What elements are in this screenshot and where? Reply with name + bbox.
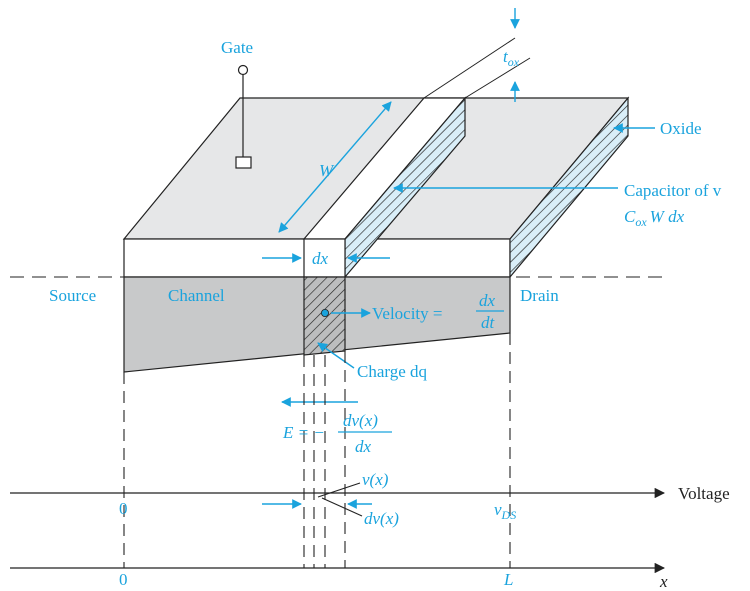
dvx-label: dv(x) — [364, 509, 399, 528]
charge-pointer — [317, 342, 355, 369]
field-lhs: E = − — [282, 423, 325, 442]
vx-pointer — [317, 482, 361, 498]
tox-label: tox — [503, 47, 520, 69]
source-label: Source — [49, 286, 96, 305]
drain-label: Drain — [520, 286, 559, 305]
gate-contact — [235, 156, 252, 169]
dx-label: dx — [312, 249, 329, 268]
charge-label: Charge dq — [357, 362, 428, 381]
velocity-numerator: dx — [479, 291, 496, 310]
velocity-label: Velocity = — [372, 304, 443, 323]
channel-label: Channel — [168, 286, 225, 305]
field-numerator: dv(x) — [343, 411, 378, 430]
width-arrow — [278, 101, 392, 233]
x-axis-label: x — [659, 572, 668, 591]
gate-label: Gate — [221, 38, 253, 57]
voltage-zero-tick: 0 — [119, 499, 128, 518]
voltage-axis-label: Voltage — [678, 484, 730, 503]
velocity-denominator: dt — [481, 313, 496, 332]
capacitor-slab-front — [303, 238, 346, 278]
oxide-label: Oxide — [660, 119, 702, 138]
vx-label: v(x) — [362, 470, 389, 489]
tox-guide-1 — [423, 37, 516, 99]
dvx-pointer — [321, 497, 363, 517]
tox-guide-2 — [464, 57, 531, 99]
charge-dot — [320, 308, 329, 317]
capacitor-label-line1: Capacitor of v — [624, 181, 722, 200]
field-denominator: dx — [355, 437, 372, 456]
vds-tick: vDS — [494, 500, 516, 522]
x-L-tick: L — [503, 570, 513, 589]
projection-lines — [123, 333, 511, 568]
width-label: W — [319, 161, 335, 180]
x-zero-tick: 0 — [119, 570, 128, 589]
gate-terminal — [237, 64, 249, 76]
